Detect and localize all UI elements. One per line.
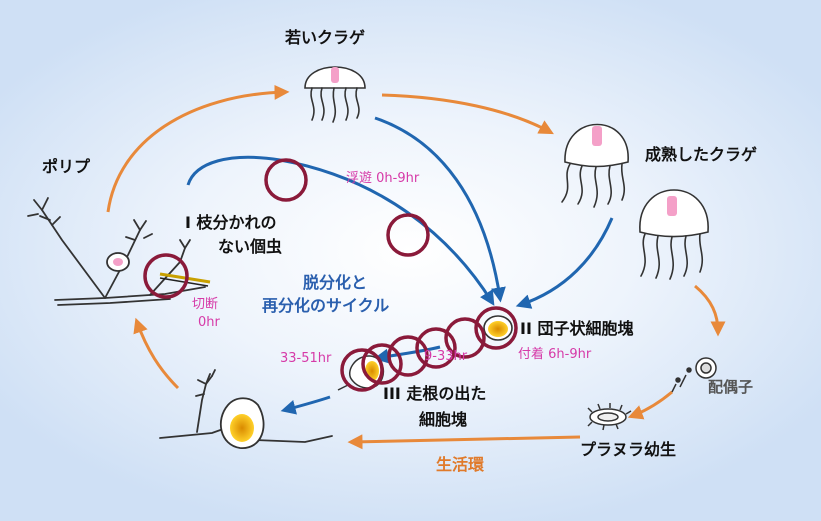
- arrow-mature-to-mass: [515, 217, 614, 309]
- polyp-pink-mark: [113, 258, 123, 266]
- ring-cut: [143, 253, 189, 299]
- label-cut-time: 0hr: [198, 315, 220, 330]
- arrow-young-to-mass: [374, 116, 506, 303]
- planula-drawing: [587, 403, 632, 431]
- arrow-planula-to-regenerated: [347, 434, 581, 450]
- ring-mid-1: [444, 317, 486, 359]
- gametes-drawing: [671, 357, 717, 393]
- cut-line: [159, 272, 211, 284]
- life-cycle-arrows: [106, 84, 726, 450]
- tracking-rings: [143, 158, 518, 392]
- label-young-jellyfish: 若いクラゲ: [285, 28, 366, 47]
- label-phase3-line2: 細胞塊: [419, 410, 468, 429]
- label-planula: プラヌラ幼生: [580, 440, 677, 459]
- arrow-mass-to-stolon: [373, 345, 441, 364]
- label-gametes: 配偶子: [708, 378, 754, 396]
- label-life-cycle: 生活環: [436, 455, 485, 474]
- ring-stolon: [340, 348, 384, 392]
- ring-float-1: [264, 158, 308, 202]
- ring-mid-2: [415, 327, 457, 369]
- arrow-stolon-to-regenerated: [280, 395, 331, 415]
- label-phase2: II 団子状細胞塊: [520, 319, 634, 338]
- arrow-branchless-to-mass: [186, 155, 495, 306]
- label-33-51hr: 33-51hr: [280, 351, 332, 366]
- label-cycle-line2: 再分化のサイクル: [262, 296, 390, 315]
- label-polyp: ポリプ: [42, 157, 91, 176]
- ring-attach: [474, 306, 518, 350]
- mature-2-bell-mark: [667, 196, 677, 216]
- label-phase1-line2: ない個虫: [218, 237, 283, 256]
- label-mature-jellyfish: 成熟したクラゲ: [645, 145, 758, 164]
- label-phase3-line1: III 走根の出た: [383, 384, 487, 403]
- polyp-colony-drawing: [27, 197, 206, 306]
- regenerated-cell-mass: [230, 414, 254, 442]
- arrow-regenerated-to-polyp: [133, 317, 180, 390]
- label-cycle-line1: 脱分化と: [303, 273, 368, 292]
- label-attach: 付着 6h-9hr: [518, 347, 592, 362]
- arrow-gametes-to-planula: [627, 390, 673, 420]
- label-phase1-line1: I 枝分かれの: [185, 213, 277, 232]
- label-floating: 浮遊 0h-9hr: [346, 171, 420, 186]
- mature-1-bell-mark: [592, 126, 602, 146]
- label-9-33hr: 9-33hr: [424, 349, 468, 364]
- regeneration-arrows: [186, 116, 614, 415]
- ring-mid-3: [387, 335, 429, 377]
- phase2-cell-mass: [488, 321, 508, 337]
- label-cut: 切断: [192, 297, 219, 312]
- arrow-polyp-to-young: [106, 84, 290, 213]
- arrow-mature-to-gametes: [694, 284, 726, 337]
- arrow-young-to-mature: [381, 93, 554, 135]
- ring-mid-4: [361, 343, 403, 385]
- young-bell-mark: [331, 67, 339, 83]
- ring-float-2: [386, 213, 430, 257]
